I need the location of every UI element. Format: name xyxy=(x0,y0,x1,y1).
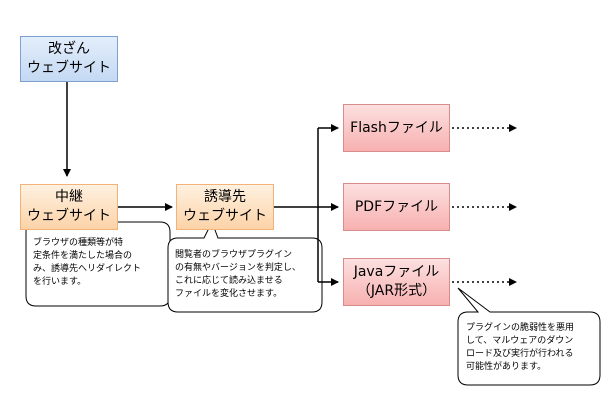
tampered-website-node: 改ざん ウェブサイト xyxy=(20,36,118,82)
node-label-line: PDFファイル xyxy=(354,198,439,215)
node-label-line: ウェブサイト xyxy=(183,208,267,224)
callout-line: み、誘導先へリダイレクト xyxy=(33,264,142,274)
callout-bubble-java xyxy=(457,287,601,386)
node-label-line: ウェブサイト xyxy=(27,208,111,224)
callout-line: 可能性があります。 xyxy=(466,362,547,372)
node-label-line: Javaファイル xyxy=(353,264,440,280)
relay-callout-text: ブラウザの種類等が特 定条件を満たした場合の み、誘導先へリダイレクト を行いま… xyxy=(33,237,167,289)
callout-line: これに応じて読み込ませる xyxy=(175,276,283,286)
flash-file-node: Flashファイル xyxy=(343,104,450,152)
callout-line: 定条件を満たした場合の xyxy=(33,251,133,261)
node-label-line: ウェブサイト xyxy=(27,60,111,76)
node-label-line: （JAR形式） xyxy=(356,283,437,299)
java-callout-text: プラグインの脆弱性を悪用 して、マルウェアのダウン ロード及び実行が行われる 可… xyxy=(466,322,598,374)
node-label-line: Flashファイル xyxy=(350,119,443,136)
redirect-callout-text: 閲覧者のブラウザプラグイン の有無やバージョンを判定し、 これに応じて読み込ませ… xyxy=(175,249,321,301)
callout-line: ブラウザの種類等が特 xyxy=(33,238,124,248)
callout-line: して、マルウェアのダウン xyxy=(466,336,574,346)
callout-line: プラグインの脆弱性を悪用 xyxy=(466,323,575,333)
callout-line: を行います。 xyxy=(33,277,87,287)
callout-line: の有無やバージョンを判定し、 xyxy=(175,263,301,273)
java-file-node: Javaファイル （JAR形式） xyxy=(343,258,450,306)
redirect-website-node: 誘導先 ウェブサイト xyxy=(176,184,274,230)
relay-website-node: 中継 ウェブサイト xyxy=(20,184,118,230)
callout-line: ロード及び実行が行われる xyxy=(466,349,574,359)
node-label-line: 改ざん xyxy=(48,41,90,57)
pdf-file-node: PDFファイル xyxy=(343,183,450,231)
callout-line: 閲覧者のブラウザプラグイン xyxy=(175,250,293,260)
callout-line: ファイルを変化させます。 xyxy=(175,289,283,299)
node-label-line: 誘導先 xyxy=(204,189,246,205)
node-label-line: 中継 xyxy=(55,189,83,205)
